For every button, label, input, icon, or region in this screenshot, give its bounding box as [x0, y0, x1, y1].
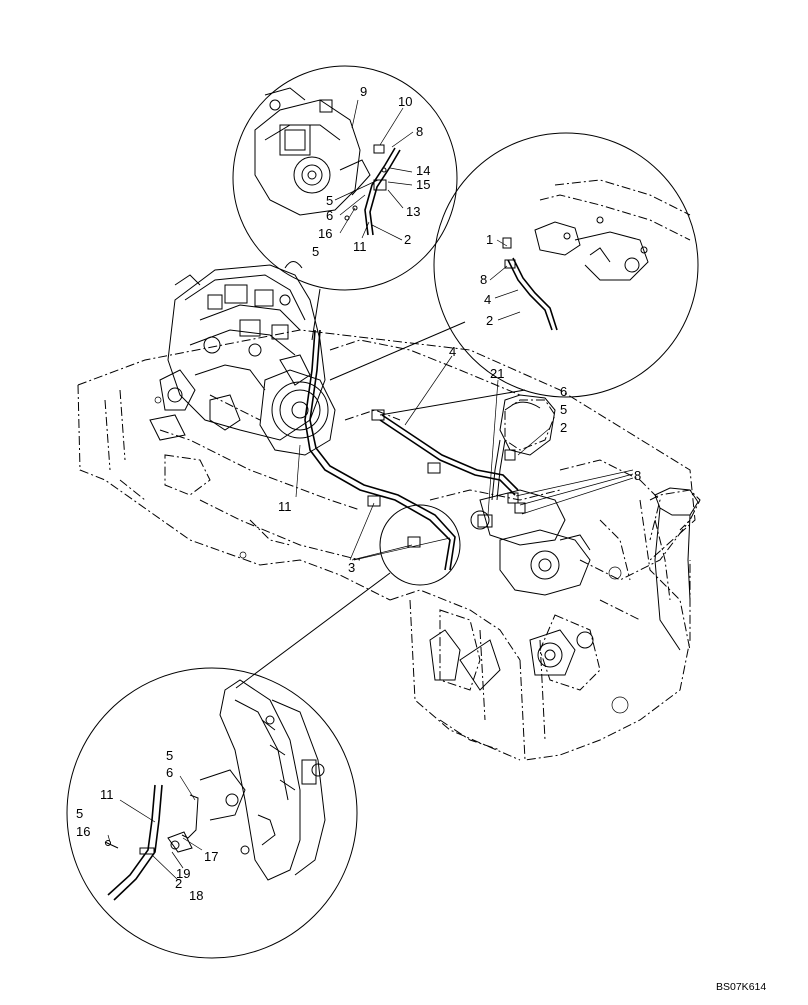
detail-circle-bottom: [66, 667, 358, 959]
callouts-bottom-detail: 5 6 11 5 16 17 19 2 18: [76, 748, 218, 903]
callout: 6: [326, 208, 333, 223]
callout: 2: [404, 232, 411, 247]
engine-assembly: [149, 261, 336, 456]
callout: 8: [480, 272, 487, 287]
callout: 8: [634, 468, 641, 483]
callout: 5: [312, 244, 319, 259]
callout: 4: [449, 344, 456, 359]
detail-locator-center: [235, 504, 461, 689]
transmission-assembly: [429, 394, 699, 691]
callout: 9: [360, 84, 367, 99]
callout: 5: [560, 402, 567, 417]
callout: 17: [204, 849, 218, 864]
callout: 4: [484, 292, 491, 307]
callout: 15: [416, 177, 430, 192]
callouts-top-detail: 9 10 8 14 15 13 5 6 16 5 11 2: [312, 84, 430, 259]
callout: 5: [166, 748, 173, 763]
hose-routing: [304, 329, 526, 571]
callout: 8: [416, 124, 423, 139]
callout: 5: [76, 806, 83, 821]
callout: 6: [560, 384, 567, 399]
callout: 21: [490, 366, 504, 381]
callout: 3: [348, 560, 355, 575]
callout: 11: [100, 787, 114, 802]
leader-lines: [295, 355, 634, 561]
callout: 19: [176, 866, 190, 881]
callout: 16: [318, 226, 332, 241]
callout: 13: [406, 204, 420, 219]
callout: 10: [398, 94, 412, 109]
callout: 1: [486, 232, 493, 247]
detail-circle-top: [232, 65, 458, 341]
chassis-frame: [77, 329, 701, 761]
callout: 5: [326, 193, 333, 208]
callout: 2: [560, 420, 567, 435]
callouts-right-detail: 1 8 4 2: [480, 232, 493, 328]
callout: 11: [278, 499, 292, 514]
callout: 2: [486, 313, 493, 328]
callout: 11: [353, 239, 367, 254]
callout: 18: [189, 888, 203, 903]
callout: 14: [416, 163, 430, 178]
callouts-main: 4 21 6 5 2 8 11 3: [278, 344, 641, 575]
drawing-code: BS07K614: [716, 981, 766, 993]
callout: 6: [166, 765, 173, 780]
detail-circle-right: [329, 132, 699, 416]
callout: 16: [76, 824, 90, 839]
callout: 2: [175, 876, 182, 891]
